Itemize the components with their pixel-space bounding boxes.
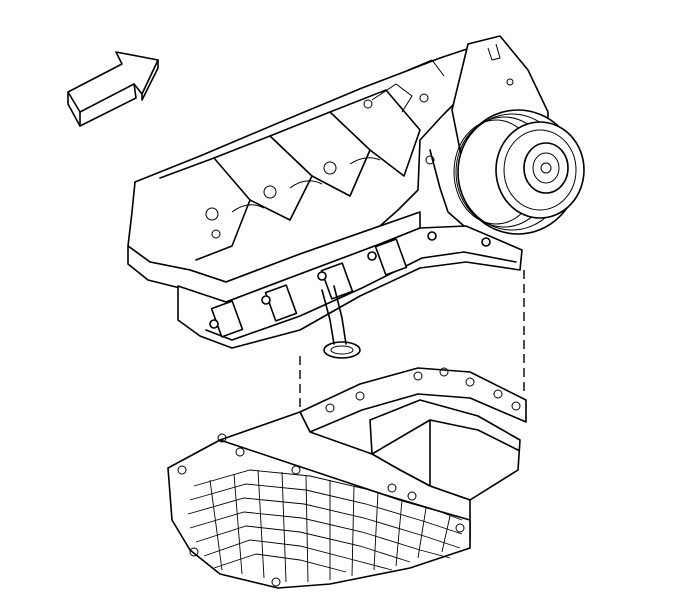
oil-pan: [167, 367, 527, 589]
windage-grid: [187, 469, 463, 583]
alignment-guides: [299, 270, 525, 412]
direction-arrow-icon: [67, 51, 159, 127]
balancer-pulley: [453, 109, 585, 235]
